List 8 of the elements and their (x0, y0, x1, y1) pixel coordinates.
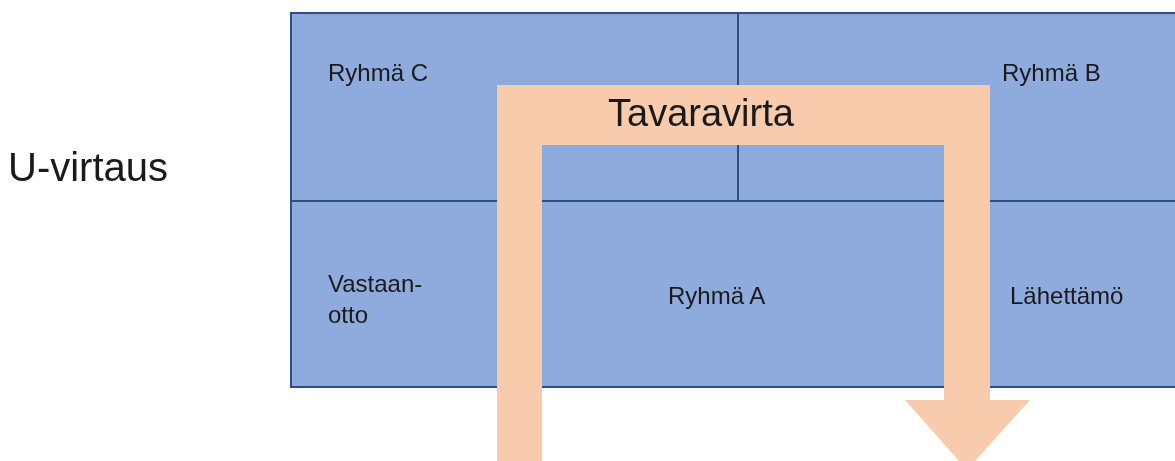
area-label: Vastaan- otto (328, 269, 424, 331)
area-label: Ryhmä C (328, 58, 429, 88)
area-label: Ryhmä A (668, 281, 766, 311)
area-label: Lähettämö (1010, 281, 1124, 311)
diagram-title: U-virtaus (8, 145, 169, 190)
area-label: Ryhmä B (1002, 58, 1101, 88)
floor-area (290, 200, 1175, 388)
flow-label: Tavaravirta (608, 92, 794, 135)
